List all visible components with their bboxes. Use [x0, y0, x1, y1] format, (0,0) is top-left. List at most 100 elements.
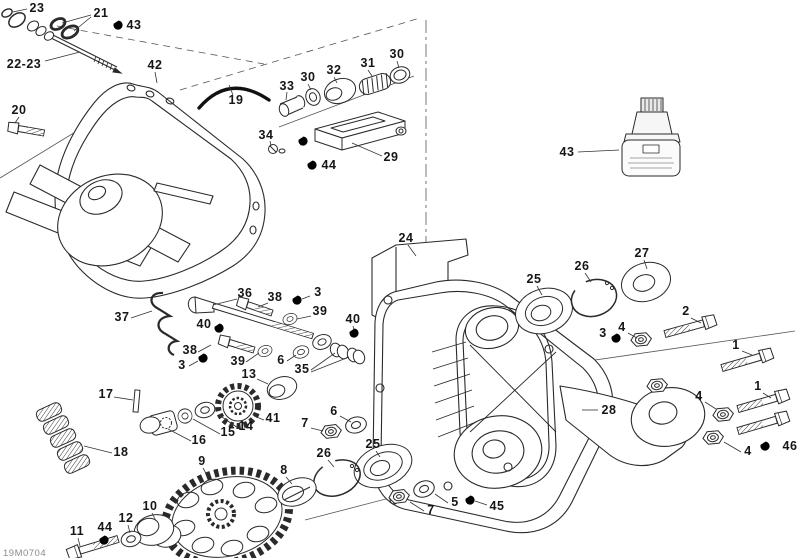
bearing-25-upper	[515, 287, 573, 335]
leader-line	[167, 428, 192, 442]
callout-43-2: 43	[127, 18, 142, 32]
callout-1-36: 1	[754, 379, 761, 393]
leader-line	[192, 418, 221, 435]
pin-17	[132, 389, 141, 413]
spring-31	[358, 72, 392, 96]
leader-line	[351, 142, 383, 157]
o-ring-21a	[49, 17, 67, 31]
leader-line	[307, 83, 312, 91]
leader-line	[285, 476, 293, 485]
callout-26-56: 26	[317, 446, 332, 460]
oil-bottle-43	[621, 97, 681, 177]
callout-36-17: 36	[238, 286, 253, 300]
washer-6b	[343, 414, 369, 436]
leader-line	[14, 116, 20, 124]
callout-39-25: 39	[231, 354, 246, 368]
callout-7-58: 7	[427, 503, 434, 517]
adhesive-drop-icon	[113, 20, 123, 30]
callout-40-21: 40	[197, 317, 212, 331]
callout-12-50: 12	[119, 511, 134, 525]
callout-44-13: 44	[322, 158, 337, 172]
leader-line	[202, 467, 209, 478]
sleeve-33	[278, 95, 306, 121]
callout-19-6: 19	[229, 93, 244, 107]
leader-line	[333, 76, 338, 84]
nut-4a	[629, 331, 653, 348]
callout-38-18: 38	[268, 290, 283, 304]
callout-43-15: 43	[560, 145, 575, 159]
leader-line	[12, 8, 28, 13]
adhesive-drop-icon	[465, 495, 475, 505]
leader-line	[577, 149, 620, 153]
callout-3-33: 3	[599, 326, 606, 340]
leader-line	[396, 60, 400, 69]
leader-line	[584, 272, 592, 283]
leader-line	[83, 445, 113, 454]
washer-14	[192, 399, 218, 421]
leader-line	[188, 360, 199, 367]
chain-segment-18	[35, 402, 91, 474]
leader-line	[151, 512, 157, 522]
callout-14-43: 14	[239, 419, 254, 433]
callout-11-52: 11	[70, 524, 84, 538]
leader-line	[310, 427, 324, 432]
tensioner-parts-row	[278, 66, 411, 121]
leader-line	[741, 350, 753, 356]
leader-line	[218, 414, 239, 429]
callout-44-51: 44	[98, 520, 113, 534]
circlip-26-upper	[570, 278, 618, 318]
callout-38-23: 38	[183, 343, 198, 357]
callout-30-11: 30	[390, 47, 405, 61]
leader-line	[409, 501, 425, 512]
washers-39-6-rollers-35	[256, 311, 366, 365]
leader-line	[367, 69, 373, 77]
leader-line	[375, 450, 381, 458]
callout-5-59: 5	[451, 495, 458, 509]
adhesive-drop-icon	[611, 333, 621, 343]
leader-line	[285, 91, 288, 101]
callout-10-49: 10	[143, 499, 158, 513]
ring-30b	[389, 66, 411, 84]
adhesive-drop-icon	[198, 353, 208, 363]
callout-35-27: 35	[295, 362, 310, 376]
callout-4-38: 4	[744, 444, 751, 458]
callout-39-20: 39	[313, 304, 328, 318]
callout-4-37: 4	[695, 389, 702, 403]
leader-line	[245, 352, 260, 363]
bearing-13	[266, 376, 298, 400]
callout-7-53: 7	[301, 416, 308, 430]
adhesive-drop-icon	[99, 535, 109, 545]
leader-line	[310, 356, 350, 373]
leader-line	[61, 14, 92, 24]
leader-lines	[12, 8, 772, 547]
callout-20-5: 20	[12, 103, 27, 117]
leader-line	[286, 354, 297, 362]
leader-line	[257, 302, 269, 308]
callout-41-42: 41	[266, 411, 281, 425]
leader-line	[197, 344, 212, 353]
bolt-2	[662, 313, 718, 341]
leader-line	[327, 459, 335, 468]
callout-46-39: 46	[783, 439, 798, 453]
callout-4-34: 4	[618, 320, 625, 334]
chaincase-housing-24	[371, 238, 706, 534]
callout-33-7: 33	[280, 79, 295, 93]
tensioner-screw-36	[187, 296, 315, 340]
callout-3-24: 3	[178, 358, 185, 372]
callout-25-29: 25	[527, 272, 542, 286]
adhesive-drop-icon	[307, 160, 317, 170]
leader-line	[643, 259, 648, 270]
callout-3-19: 3	[314, 285, 321, 299]
leader-line	[474, 500, 488, 506]
leader-line	[212, 298, 238, 306]
callout-21-1: 21	[94, 6, 109, 20]
o-ring-23	[1, 8, 13, 18]
callout-45-60: 45	[490, 499, 505, 513]
callout-25-55: 25	[366, 437, 381, 451]
leader-line	[434, 493, 449, 504]
leader-line	[339, 415, 352, 423]
drawing-code: 19M0704	[3, 548, 46, 558]
